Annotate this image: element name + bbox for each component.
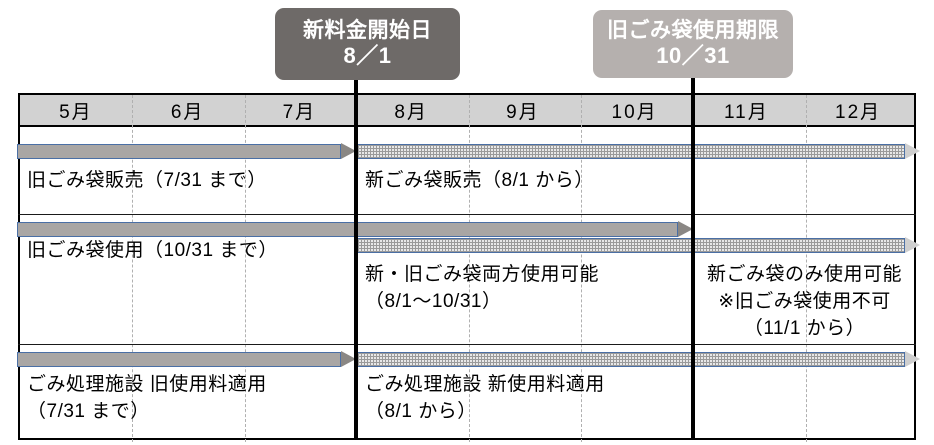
callout-new-fee-title: 新料金開始日 <box>303 19 432 43</box>
month-cell-11: 11月 <box>724 101 769 123</box>
timeline-grid: 5月 6月 7月 8月 9月 10月 11月 12月 <box>18 93 916 442</box>
label-new-bag-sale: 新ごみ袋販売（8/1 から） <box>365 170 594 191</box>
month-cell-9: 9月 <box>506 101 540 123</box>
month-cell-10: 10月 <box>611 101 658 123</box>
label-new-fee-applies: ごみ処理施設 新使用料適用 （8/1 から） <box>365 374 605 422</box>
label-old-fee-applies: ごみ処理施設 旧使用料適用 （7/31 まで） <box>27 374 267 422</box>
callout-old-bag-deadline: 旧ごみ袋使用期限 10／31 <box>593 10 793 78</box>
month-cell-7: 7月 <box>282 101 317 123</box>
bar-new-fee <box>357 351 920 367</box>
callout-new-fee-date: 8／1 <box>343 43 392 69</box>
month-header-row: 5月 6月 7月 8月 9月 10月 11月 12月 <box>20 95 914 127</box>
marker-line-aug-1 <box>354 74 358 440</box>
bar-new-bag-sale <box>357 143 920 159</box>
label-old-bag-use: 旧ごみ袋使用（10/31 まで） <box>27 240 278 261</box>
callout-old-bag-date: 10／31 <box>656 43 730 69</box>
row-divider-use-fee <box>18 344 916 345</box>
bar-old-bag-use <box>17 221 693 237</box>
column-divider-11-12 <box>805 95 807 442</box>
column-divider-6-7 <box>244 95 246 442</box>
column-divider-5-6 <box>132 95 134 442</box>
label-both-bags-usable: 新・旧ごみ袋両方使用可能 （8/1～10/31） <box>365 264 600 312</box>
marker-line-oct-31 <box>691 74 695 440</box>
bar-old-fee <box>17 351 356 367</box>
row-divider-sale-use <box>18 214 916 215</box>
month-cell-6: 6月 <box>170 101 205 123</box>
bar-new-bag-use <box>357 237 920 253</box>
column-divider-9-10 <box>581 95 583 442</box>
month-cell-8: 8月 <box>394 101 428 123</box>
column-divider-8-9 <box>469 95 470 442</box>
month-cell-5: 5月 <box>59 101 93 123</box>
callout-old-bag-title: 旧ごみ袋使用期限 <box>607 19 779 43</box>
bar-old-bag-sale <box>17 143 356 159</box>
label-old-bag-sale: 旧ごみ袋販売（7/31 まで） <box>27 170 267 191</box>
label-new-bag-only-usable: 新ごみ袋のみ使用可能 ※旧ごみ袋使用不可 （11/1 から） <box>706 264 902 339</box>
month-cell-12: 12月 <box>835 101 882 123</box>
callout-new-fee-start-date: 新料金開始日 8／1 <box>275 8 460 80</box>
